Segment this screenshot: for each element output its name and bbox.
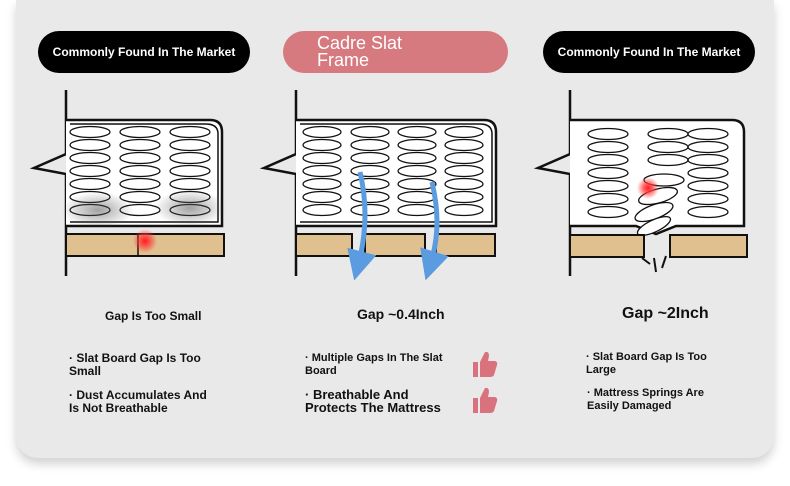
small-gap-illustration: [29, 90, 226, 276]
gap-label-ideal: Gap ~0.4Inch: [357, 306, 445, 322]
bullet-large-gap-2: · Mattress Springs Are Easily Damaged: [587, 387, 704, 412]
large-gap-illustration: [533, 90, 748, 276]
bullet-small-gap-1: · Slat Board Gap Is Too Small: [69, 351, 201, 378]
column1-header-text: Commonly Found In The Market: [52, 45, 236, 59]
column3-header-text: Commonly Found In The Market: [557, 45, 741, 59]
bullet-small-gap-2: · Dust Accumulates And Is Not Breathable: [69, 388, 207, 415]
gap-label-large: Gap ~2Inch: [622, 305, 709, 322]
thumbs-up-icon: [473, 387, 498, 413]
column3-header: Commonly Found In The Market: [543, 31, 755, 73]
ideal-gap-illustration: [259, 90, 498, 281]
column2-header: Cadre Slat Frame: [283, 31, 508, 73]
column2-header-line2: Frame: [317, 50, 370, 70]
bullet-ideal-gap-2: · Breathable And Protects The Mattress: [305, 387, 441, 415]
thumbs-up-icon: [473, 351, 498, 377]
gap-label-small: Gap Is Too Small: [105, 309, 202, 323]
bullet-large-gap-1: · Slat Board Gap Is Too Large: [586, 351, 707, 376]
column1-header: Commonly Found In The Market: [38, 31, 250, 73]
column2-header-line1: Cadre Slat: [317, 33, 403, 53]
bullet-ideal-gap-1: · Multiple Gaps In The Slat Board: [305, 352, 443, 377]
